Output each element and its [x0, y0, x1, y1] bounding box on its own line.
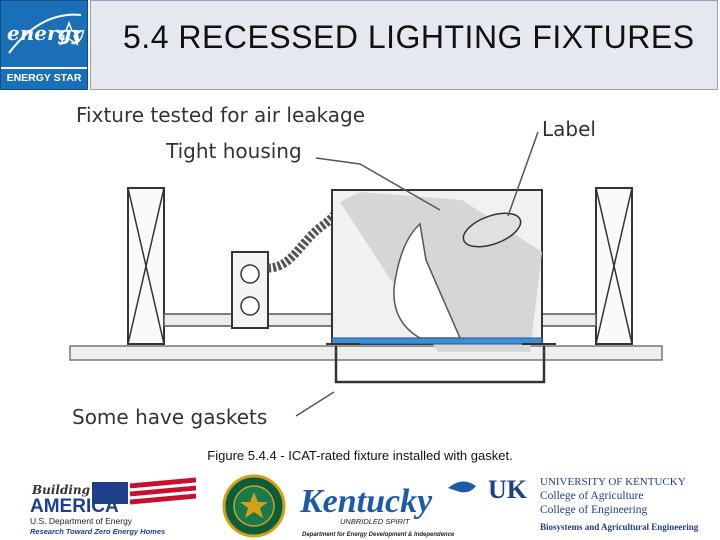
flex-conduit — [267, 191, 344, 273]
trim-ring — [334, 346, 546, 384]
uk-mark: UK — [488, 475, 528, 504]
kentucky-logo: Kentucky UNBRIDLED SPIRIT Department for… — [299, 481, 476, 538]
gasket-leader — [295, 391, 335, 417]
flag-icon — [92, 477, 197, 505]
fixture-diagram: Fixture tested for air leakage Tight hou… — [69, 103, 663, 429]
blue-gasket — [331, 337, 543, 345]
building-america-logo: Building AMERICA U.S. Department of Ener… — [30, 477, 197, 536]
doe-seal-icon — [222, 474, 286, 538]
label-housing: Tight housing — [165, 139, 302, 163]
energy-star-swoosh-icon — [8, 13, 84, 54]
page-title: 5.4 RECESSED LIGHTING FIXTURES — [123, 19, 695, 55]
label-tested: Fixture tested for air leakage — [76, 103, 365, 127]
ba-line4: Research Toward Zero Energy Homes — [30, 527, 165, 536]
uk-line2: College of Agriculture — [540, 490, 643, 502]
horse-icon — [448, 481, 476, 493]
lamp-reflector — [393, 222, 462, 339]
ky-name: Kentucky — [299, 483, 433, 520]
uk-line1: UNIVERSITY OF KENTUCKY — [540, 476, 686, 488]
energy-star-logo: energy ENERGY STAR — [0, 0, 88, 90]
left-joist — [127, 187, 165, 345]
ba-line3: U.S. Department of Energy — [30, 516, 133, 526]
energy-star-band: ENERGY STAR — [1, 67, 87, 89]
ceiling-drywall — [69, 345, 663, 361]
ba-line1: Building — [31, 483, 90, 497]
junction-box — [231, 251, 269, 329]
label-label: Label — [542, 117, 596, 141]
title-bar: 5.4 RECESSED LIGHTING FIXTURES — [90, 0, 718, 90]
uk-line4: Biosystems and Agricultural Engineering — [540, 522, 699, 532]
ky-tagline: UNBRIDLED SPIRIT — [340, 517, 411, 526]
label-tag — [462, 212, 522, 248]
label-leader — [507, 131, 539, 217]
housing-leader — [315, 157, 441, 211]
figure-caption: Figure 5.4.4 - ICAT-rated fixture instal… — [207, 448, 513, 463]
energy-script-text: energy — [7, 21, 84, 45]
right-joist — [595, 187, 633, 345]
uk-logo: UK UNIVERSITY OF KENTUCKY College of Agr… — [488, 475, 699, 532]
ky-dept: Department for Energy Development & Inde… — [302, 532, 455, 538]
uk-line3: College of Engineering — [540, 504, 648, 516]
label-gaskets: Some have gaskets — [72, 405, 267, 429]
sponsor-logos: Building AMERICA U.S. Department of Ener… — [30, 474, 699, 538]
